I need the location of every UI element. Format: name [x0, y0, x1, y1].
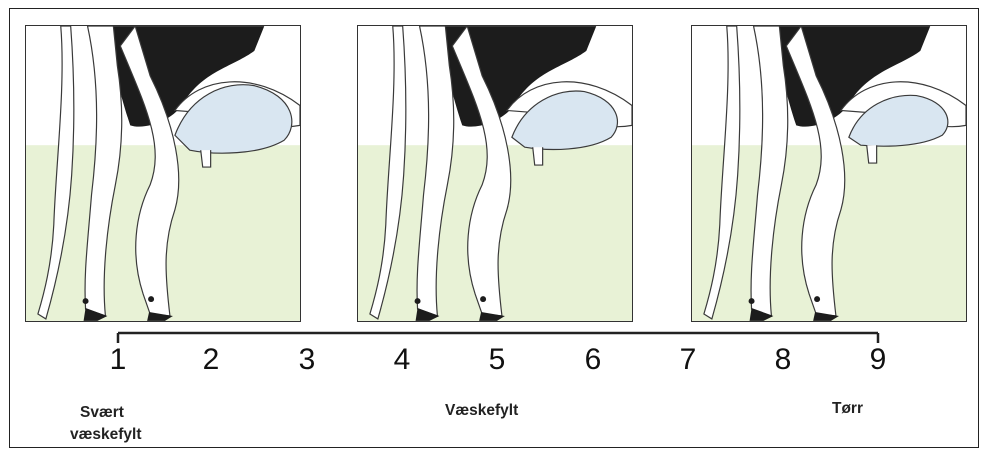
caption-very-fluid-line1: Svært	[76, 402, 142, 424]
tick-label: 7	[680, 343, 697, 377]
tick-label: 1	[110, 343, 127, 377]
caption-very-fluid: Svært væskefylt	[76, 402, 142, 446]
cow-panel-full	[25, 25, 301, 322]
tick-label: 4	[394, 343, 411, 377]
tick-label: 6	[585, 343, 602, 377]
cow-hindquarter-illustration	[26, 26, 300, 321]
tick-label: 5	[489, 343, 506, 377]
tick-label: 2	[203, 343, 220, 377]
caption-dry: Tørr	[832, 398, 863, 420]
caption-fluid: Væskefylt	[445, 400, 518, 422]
tick-label: 8	[775, 343, 792, 377]
cow-panel-dry	[691, 25, 967, 322]
cow-hindquarter-illustration	[692, 26, 966, 321]
cow-hindquarter-illustration	[358, 26, 632, 321]
tick-label: 3	[299, 343, 316, 377]
caption-very-fluid-line2: væskefylt	[70, 424, 142, 446]
tick-label: 9	[870, 343, 887, 377]
cow-panel-medium	[357, 25, 633, 322]
